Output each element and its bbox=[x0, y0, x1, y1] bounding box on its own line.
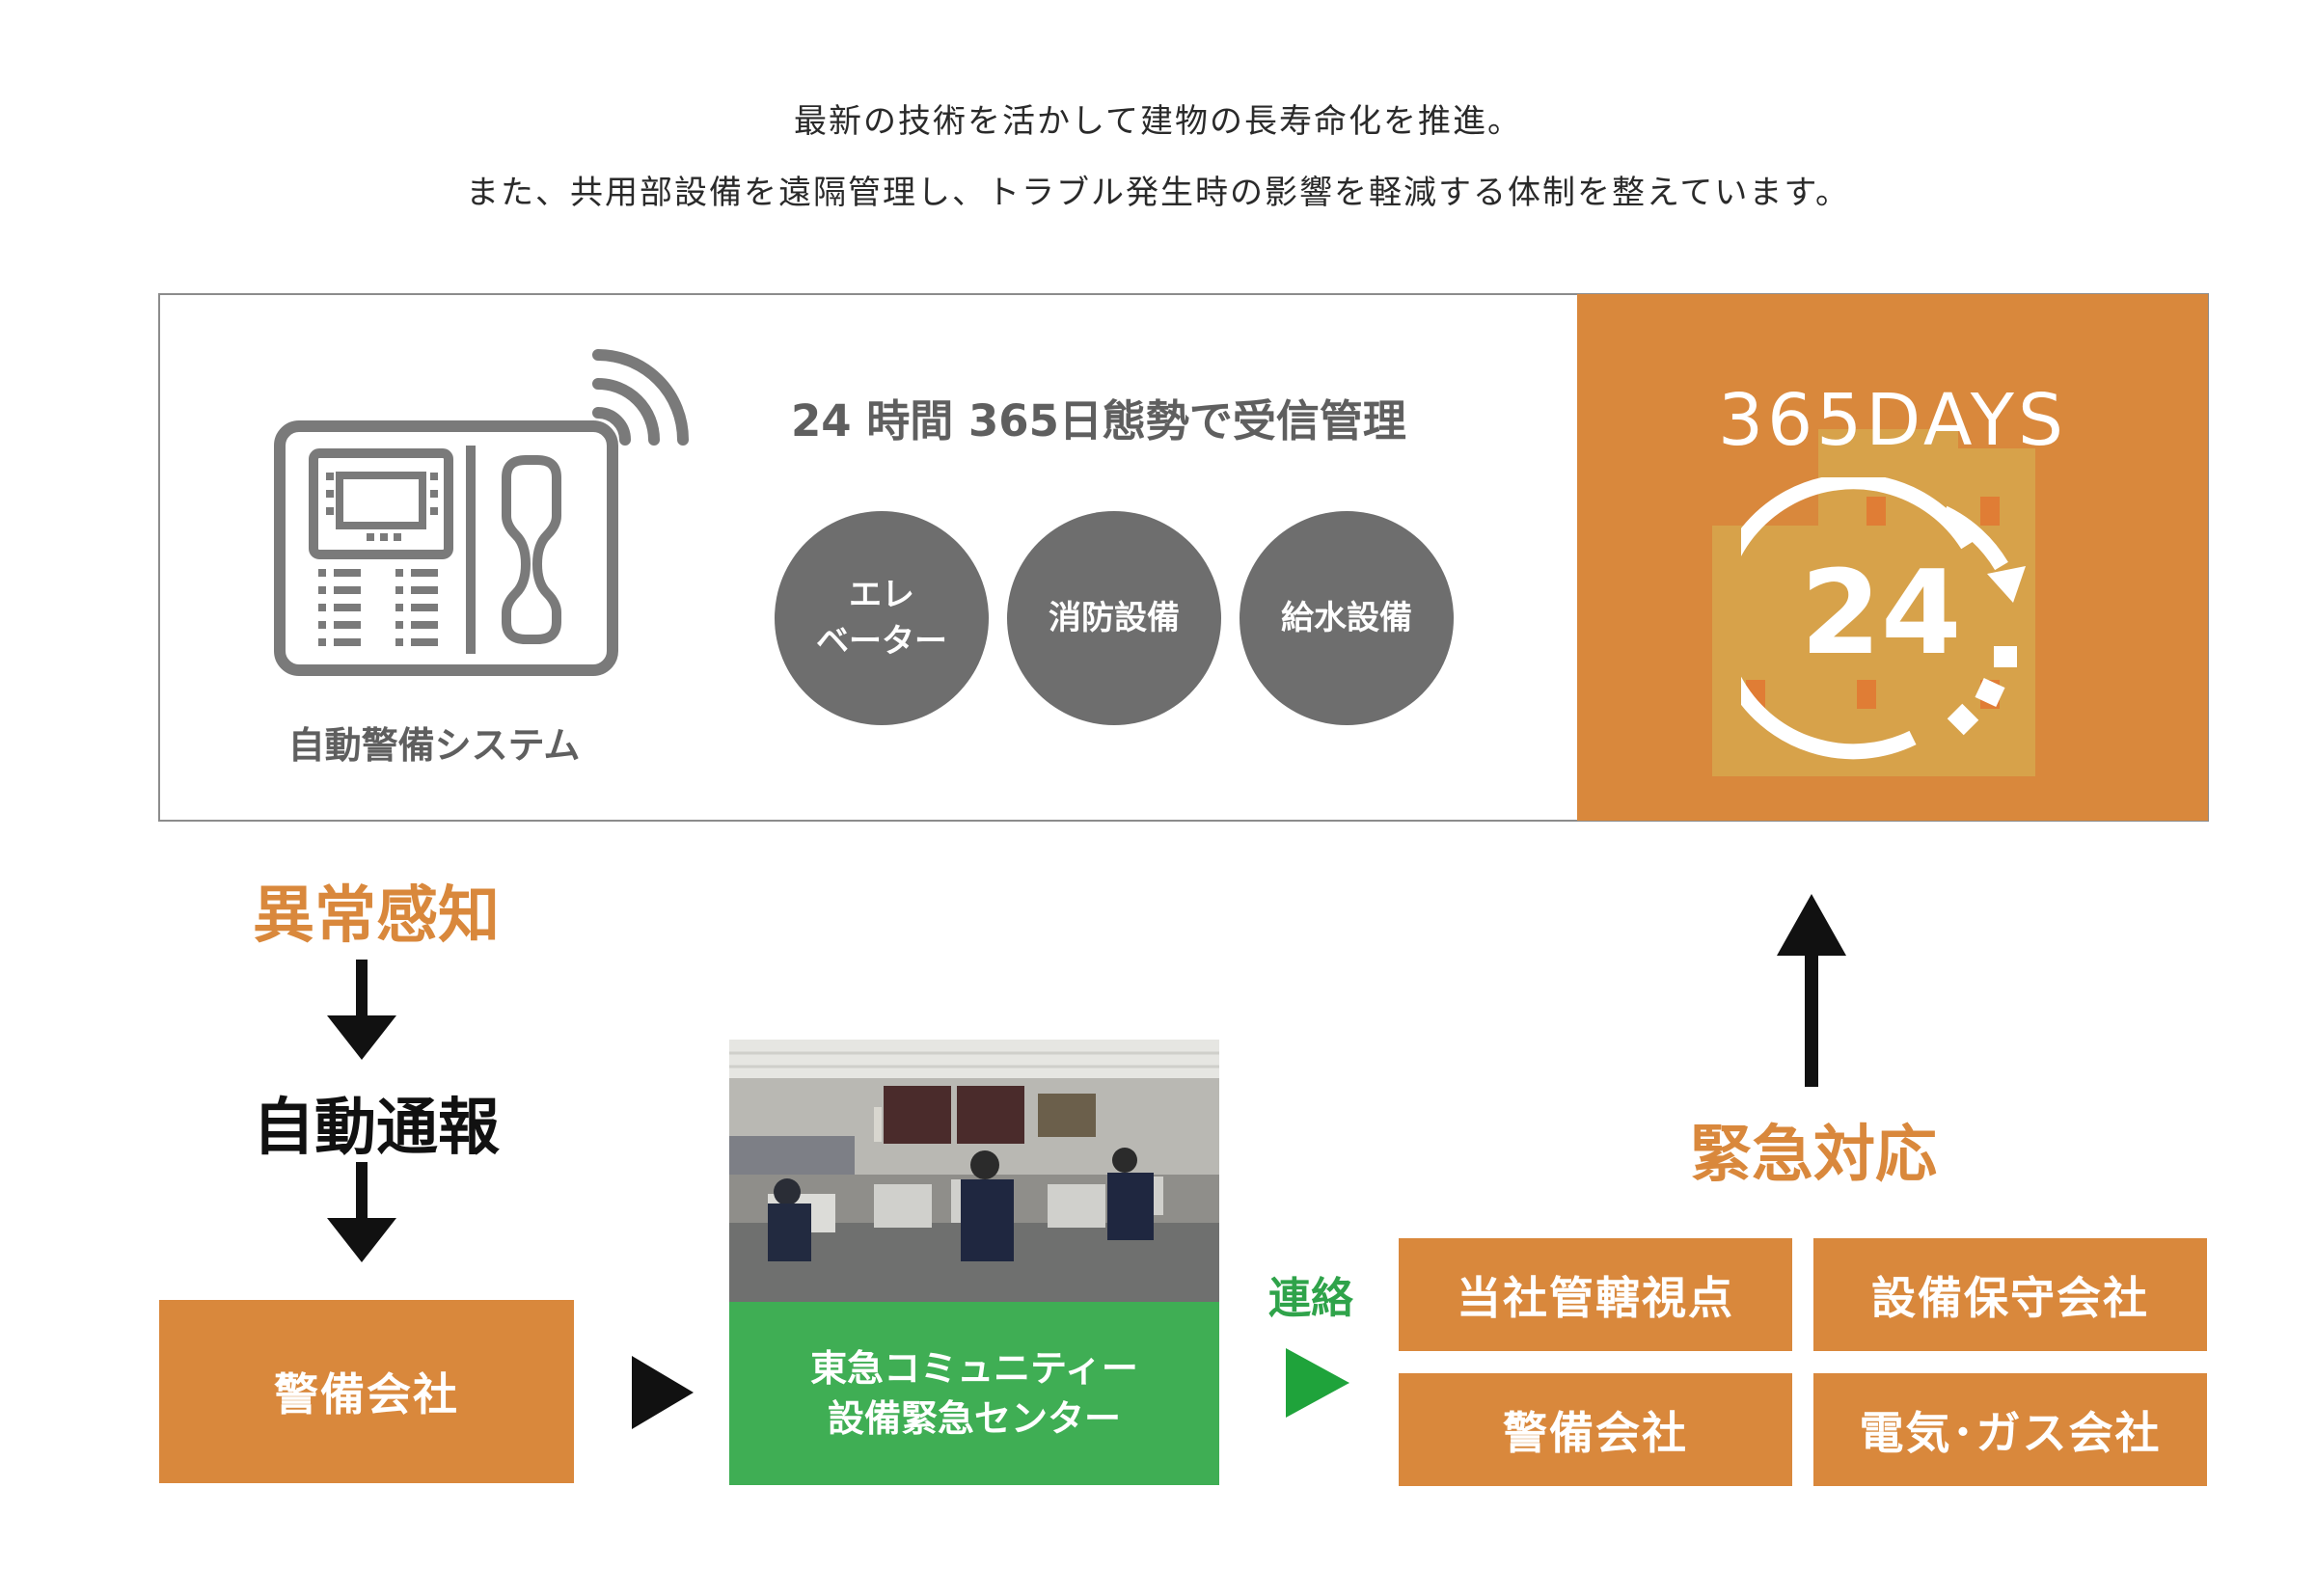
center-name-line-1: 東急コミュニティー bbox=[810, 1347, 1138, 1390]
down-arrow-2 bbox=[327, 1162, 396, 1262]
up-arrow bbox=[1777, 894, 1846, 1087]
detect-label: 異常感知 bbox=[253, 880, 500, 952]
intro-line-1: 最新の技術を活かして建物の長寿命化を推進。 bbox=[794, 102, 1522, 141]
responder-jurisdiction-box: 当社管轄視点 bbox=[1399, 1238, 1792, 1351]
days-badge: 365DAYS 24 bbox=[1577, 294, 2208, 821]
hours-number: 24 bbox=[1800, 547, 1962, 681]
emergency-center-box: 東急コミュニティー 設備緊急センター bbox=[729, 1302, 1219, 1485]
responder-security-box: 警備会社 bbox=[1399, 1373, 1792, 1486]
fire-equipment-circle: 消防設備 bbox=[1007, 511, 1221, 725]
right-arrow-green bbox=[1286, 1348, 1349, 1418]
right-arrow-black bbox=[632, 1356, 694, 1429]
center-name-line-2: 設備緊急センター bbox=[827, 1397, 1121, 1440]
security-company-box: 警備会社 bbox=[159, 1300, 574, 1483]
alarm-panel-icon bbox=[274, 349, 689, 676]
responder-utility-box: 電気･ガス会社 bbox=[1813, 1373, 2207, 1486]
clock-arrow-icon bbox=[1741, 477, 2026, 760]
days-text: 365DAYS bbox=[1718, 379, 2067, 462]
contact-label: 連絡 bbox=[1268, 1274, 1353, 1323]
elevator-circle: エレ ベーター bbox=[775, 511, 989, 725]
system-label: 自動警備システム bbox=[287, 724, 581, 767]
down-arrow-1 bbox=[327, 960, 396, 1060]
monitoring-heading: 24 時間 365日態勢で受信管理 bbox=[791, 395, 1406, 446]
water-supply-circle: 給水設備 bbox=[1240, 511, 1454, 725]
emergency-label: 緊急対応 bbox=[1690, 1120, 1937, 1191]
responder-maintenance-box: 設備保守会社 bbox=[1813, 1238, 2207, 1351]
auto-report-label: 自動通報 bbox=[253, 1093, 500, 1164]
intro-line-2: また、共用部設備を遠隔管理し、トラブル発生時の影響を軽減する体制を整えています。 bbox=[466, 174, 1850, 212]
control-room-photo bbox=[729, 1040, 1219, 1302]
